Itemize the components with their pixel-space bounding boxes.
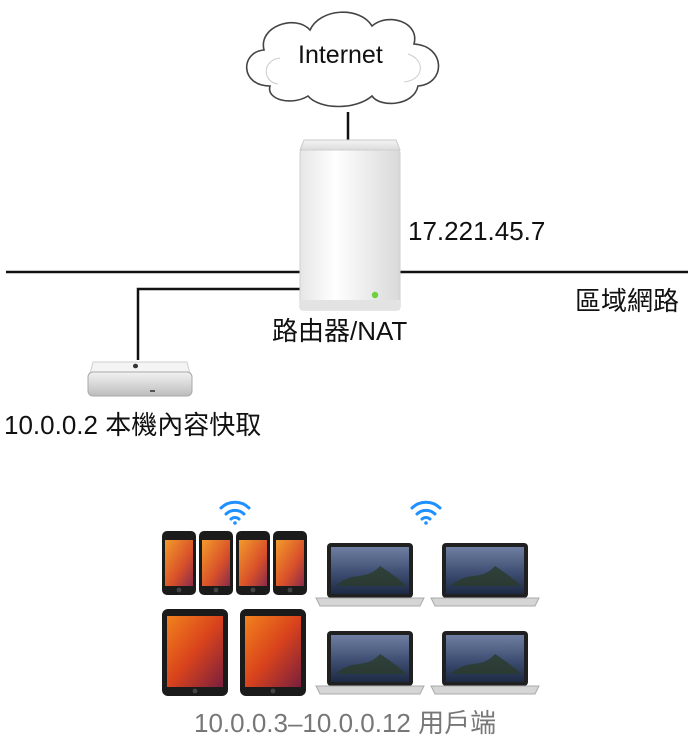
router-label: 路由器/NAT [272, 316, 408, 346]
macbook-icon [315, 631, 425, 695]
cache-server-label: 10.0.0.2 本機內容快取 [4, 410, 262, 440]
airport-router-icon [299, 139, 401, 311]
lan-label: 區域網路 [575, 286, 680, 316]
wifi-icon [410, 500, 442, 525]
ipad-icon [240, 609, 306, 696]
iphone-icon [236, 531, 270, 595]
iphone-icon [162, 531, 196, 595]
ipad-icon [162, 609, 228, 696]
macbook-icon [430, 543, 540, 607]
router-status-led [371, 291, 379, 299]
internet-label: Internet [298, 41, 383, 69]
cloud-icon [245, 11, 440, 108]
mac-mini-icon [87, 361, 193, 397]
public-ip-label: 17.221.45.7 [408, 216, 546, 246]
wifi-icon [219, 500, 251, 525]
iphone-icon [273, 531, 307, 595]
iphone-icon [199, 531, 233, 595]
clients-label: 10.0.0.3–10.0.0.12 用戶端 [194, 708, 497, 738]
macbook-icon [430, 631, 540, 695]
cache-branch-line [136, 287, 304, 360]
macbook-icon [315, 543, 425, 607]
